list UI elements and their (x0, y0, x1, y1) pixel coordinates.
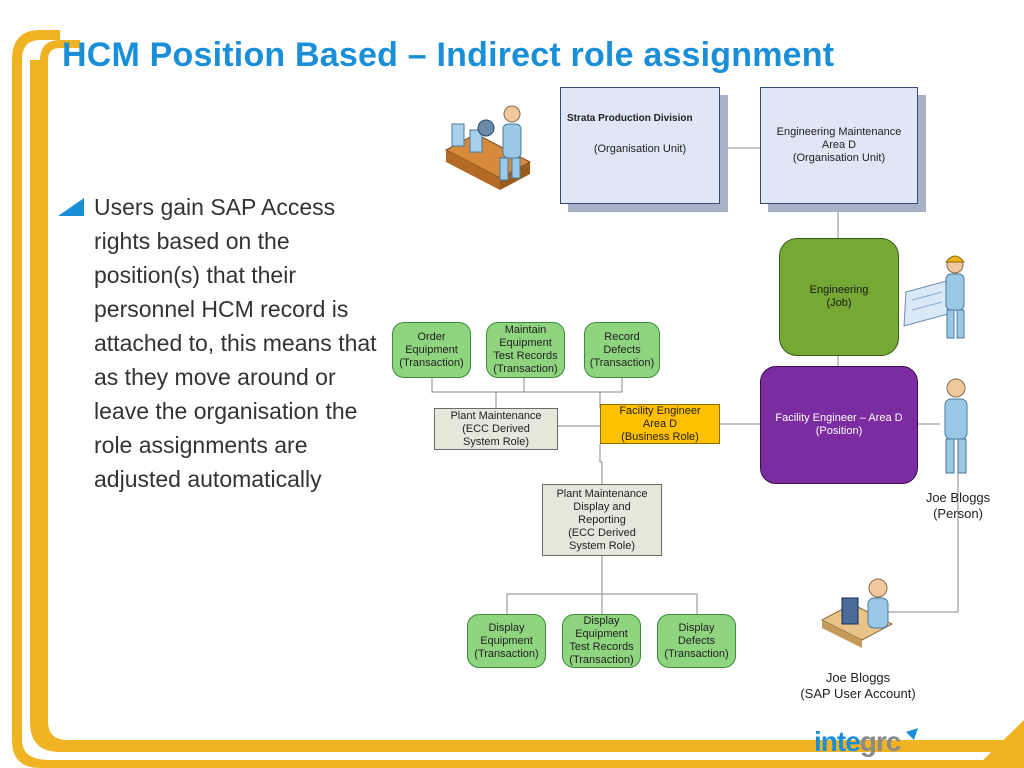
org-unit-name: Strata Production Division (567, 113, 693, 124)
computer-user-icon (820, 578, 894, 648)
system-role-line: System Role) (462, 435, 530, 448)
position-facility-engineer: Facility Engineer – Area D (Position) (760, 366, 918, 484)
position-name: Facility Engineer – Area D (775, 412, 903, 424)
system-role-line: Plant Maintenance (556, 487, 648, 500)
transaction-line: Equipment (499, 337, 552, 349)
job-engineering: Engineering (Job) (779, 238, 899, 356)
person-icon (944, 378, 968, 474)
person-name: Joe Bloggs (925, 490, 991, 505)
logo-part-1: inte (814, 726, 861, 757)
transaction-line: Equipment (405, 343, 458, 356)
transaction-line: Equipment (575, 628, 628, 640)
transaction-line: Display (583, 615, 620, 627)
org-unit-line: Area D (821, 139, 857, 151)
transaction-line: Defects (677, 634, 716, 647)
bullet-point: Users gain SAP Access rights based on th… (58, 190, 378, 496)
transaction-display-test-records: Display Equipment Test Records (Transact… (562, 614, 641, 668)
transaction-line: Record (604, 330, 640, 343)
factory-worker-icon (444, 105, 532, 190)
logo-part-2: grc (859, 726, 902, 757)
transaction-line: Test Records (493, 350, 558, 362)
system-role-display-reporting: Plant Maintenance Display and Reporting … (542, 484, 662, 556)
job-type: (Job) (826, 297, 852, 309)
business-role-line: Area D (642, 417, 678, 430)
transaction-line: Display (678, 621, 715, 634)
org-unit-engineering: Engineering Maintenance Area D (Organisa… (760, 87, 918, 204)
transaction-line: Equipment (480, 634, 533, 647)
transaction-line: (Transaction) (493, 363, 558, 375)
system-role-line: System Role) (568, 539, 636, 552)
org-unit-type: (Organisation Unit) (792, 152, 886, 164)
account-type: (SAP User Account) (800, 686, 916, 701)
transaction-line: Display (488, 621, 525, 634)
system-role-line: Reporting (578, 513, 626, 526)
transaction-line: (Transaction) (589, 356, 655, 369)
system-role-line: Plant Maintenance (450, 409, 542, 422)
org-unit-type: (Organisation Unit) (593, 143, 687, 155)
person-label: Joe Bloggs (Person) (908, 490, 1008, 522)
bullet-triangle-icon (58, 198, 84, 216)
transaction-display-defects: Display Defects (Transaction) (657, 614, 736, 668)
system-role-line: (ECC Derived (568, 526, 636, 539)
bullet-text: Users gain SAP Access rights based on th… (94, 194, 377, 492)
transaction-line: (Transaction) (474, 647, 539, 660)
person-type: (Person) (933, 506, 983, 521)
system-role-line: (ECC Derived (462, 422, 530, 435)
business-role-line: Facility Engineer (619, 404, 701, 417)
business-role: Facility Engineer Area D (Business Role) (600, 404, 720, 444)
integrc-logo: integrc (814, 726, 902, 758)
account-label: Joe Bloggs (SAP User Account) (780, 670, 936, 702)
transaction-line: (Transaction) (664, 647, 729, 660)
org-unit-line: Engineering Maintenance (776, 126, 902, 138)
transaction-maintain-test-records: Maintain Equipment Test Records (Transac… (486, 322, 565, 378)
engineer-blueprint-icon (903, 255, 966, 339)
transaction-line: Test Records (569, 641, 634, 653)
system-role-line: Display and (573, 500, 631, 513)
position-type: (Position) (815, 425, 863, 437)
business-role-type: (Business Role) (621, 430, 699, 443)
job-name: Engineering (809, 284, 869, 296)
transaction-line: (Transaction) (569, 654, 634, 666)
transaction-line: Maintain (504, 324, 547, 336)
transaction-order-equipment: Order Equipment (Transaction) (392, 322, 471, 378)
account-name: Joe Bloggs (825, 670, 891, 685)
transaction-line: Order (417, 330, 446, 343)
slide-title: HCM Position Based – Indirect role assig… (62, 36, 835, 74)
system-role-plant-maintenance: Plant Maintenance (ECC Derived System Ro… (434, 408, 558, 450)
org-unit-strata: Strata Production Division (Organisation… (560, 87, 720, 204)
transaction-line: Defects (603, 343, 641, 356)
transaction-line: (Transaction) (399, 356, 464, 369)
transaction-record-defects: Record Defects (Transaction) (584, 322, 660, 378)
transaction-display-equipment: Display Equipment (Transaction) (467, 614, 546, 668)
